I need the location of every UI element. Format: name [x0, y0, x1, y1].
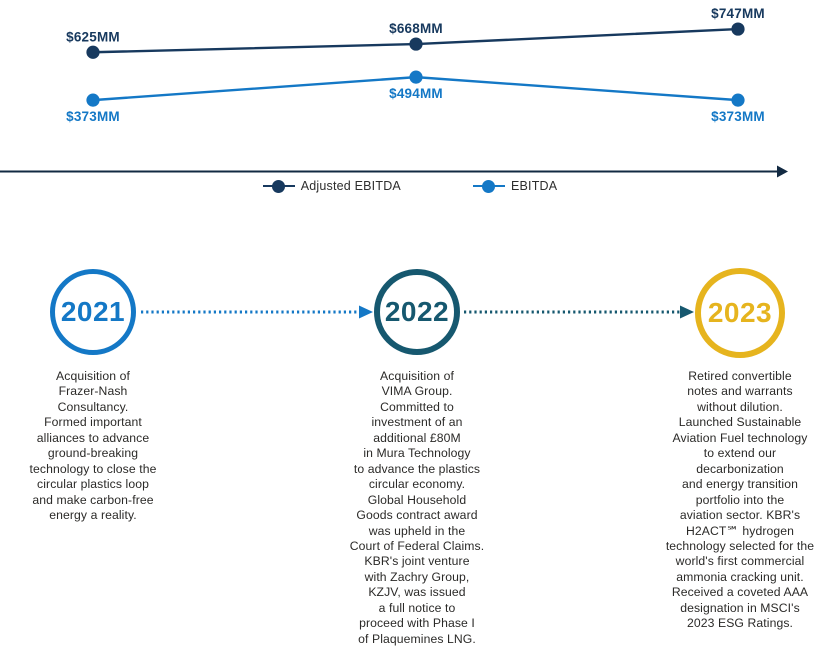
value-label: $668MM	[389, 21, 443, 36]
data-point	[731, 93, 745, 107]
arrow-2022-to-2023-icon	[464, 305, 694, 319]
year-circle-2022: 2022	[374, 269, 460, 355]
legend-item-ebitda: EBITDA	[472, 179, 558, 193]
data-point	[409, 70, 423, 84]
ebitda-marker-icon	[472, 179, 505, 193]
arrow-2021-to-2022-icon	[141, 305, 373, 319]
chart-legend: Adjusted EBITDA EBITDA	[0, 179, 820, 193]
value-label: $373MM	[66, 109, 120, 124]
data-point	[86, 93, 100, 107]
ebitda-trend-chart: $625MM $668MM $747MM $373MM $494MM $373MM Adj…	[0, 0, 820, 210]
legend-label: EBITDA	[510, 179, 558, 193]
year-circle-2021: 2021	[50, 269, 136, 355]
data-point	[731, 22, 745, 36]
milestone-description: Acquisition of Frazer-Nash Consultancy. …	[29, 369, 157, 523]
value-label: $747MM	[711, 6, 765, 21]
data-point	[409, 37, 423, 51]
chart-canvas: $625MM $668MM $747MM $373MM $494MM $373MM	[0, 6, 788, 178]
axis-arrow-icon	[777, 165, 788, 178]
year-label: 2022	[384, 296, 450, 327]
milestone-description: Retired convertible notes and warrants w…	[665, 369, 815, 631]
value-label: $494MM	[389, 86, 443, 101]
data-point	[86, 45, 100, 59]
adjusted-ebitda-marker-icon	[262, 179, 295, 193]
milestone-description: Acquisition of VIMA Group. Committed to …	[349, 369, 485, 646]
year-label: 2021	[60, 296, 126, 327]
legend-label: Adjusted EBITDA	[300, 179, 401, 193]
year-circle-2023: 2023	[695, 268, 785, 358]
legend-item-adjusted-ebitda: Adjusted EBITDA	[262, 179, 401, 193]
value-label: $373MM	[711, 109, 765, 124]
value-label: $625MM	[66, 29, 120, 44]
year-label: 2023	[707, 297, 773, 328]
